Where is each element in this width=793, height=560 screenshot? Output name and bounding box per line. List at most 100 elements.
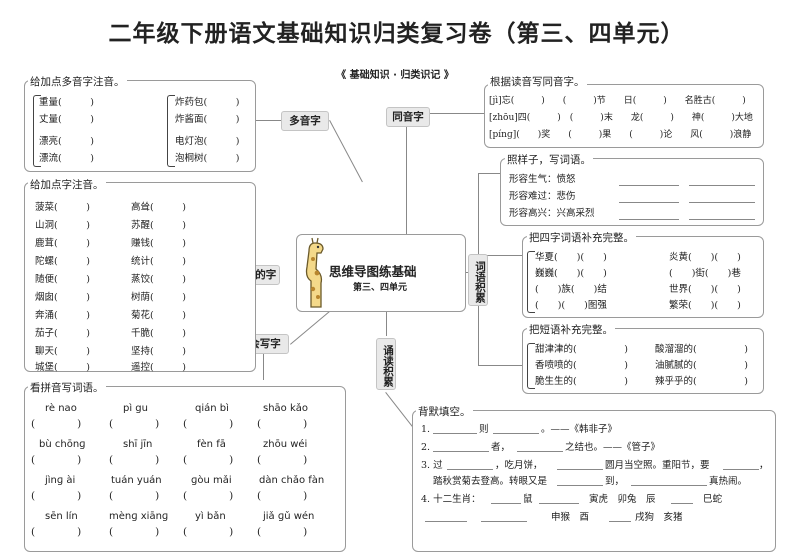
page-title: 二年级下册语文基础知识归类复习卷（第三、四单元） bbox=[108, 21, 685, 47]
recite-text: 真热闹。 bbox=[709, 476, 748, 487]
fourchar-item: 华夏( )( ) bbox=[535, 252, 607, 263]
polyphone-panel: 重量( ) 丈量( ) 漂亮( ) 漂流( ) 炸药包( ) 炸酱面( ) 电灯… bbox=[24, 80, 256, 172]
center-title: 思维导图练基础 bbox=[329, 264, 417, 279]
answer-box[interactable]: ( ) bbox=[109, 490, 160, 502]
accent-heading: 给加点字注音。 bbox=[28, 177, 106, 192]
answer-box[interactable]: ( ) bbox=[257, 418, 308, 430]
recite-text: 寅虎 卯兔 辰 bbox=[589, 494, 656, 505]
accent-item: 奔涌( ) bbox=[35, 310, 90, 321]
answer-line[interactable] bbox=[671, 503, 693, 504]
recite-text: 踏秋赏菊去登高。转眼又是 bbox=[433, 476, 548, 487]
bracket bbox=[527, 343, 535, 389]
connector bbox=[406, 127, 407, 234]
accent-item: 烟囱( ) bbox=[35, 292, 90, 303]
polyphone-item: 重量( ) bbox=[39, 97, 94, 108]
polyphone-item: 炸药包( ) bbox=[175, 97, 240, 108]
answer-line[interactable] bbox=[557, 485, 603, 486]
connector bbox=[290, 308, 334, 345]
example-row: 形容难过：悲伤 bbox=[509, 191, 576, 202]
answer-box[interactable]: ( ) bbox=[257, 526, 308, 538]
accent-item: 鹿茸( ) bbox=[35, 238, 90, 249]
answer-line[interactable] bbox=[557, 469, 603, 470]
pinyin-word: mènɡ xiānɡ bbox=[109, 511, 169, 522]
accent-item: 蒸饺( ) bbox=[131, 274, 186, 285]
answer-line[interactable] bbox=[491, 503, 521, 504]
answer-line[interactable] bbox=[619, 185, 679, 186]
accent-item: 陀螺( ) bbox=[35, 256, 90, 267]
recite-text: 4. 十二生肖： bbox=[421, 494, 481, 505]
recite-text: 则 bbox=[479, 424, 489, 435]
example-row: 形容生气：愤怒 bbox=[509, 174, 576, 185]
answer-line[interactable] bbox=[723, 469, 759, 470]
answer-line[interactable] bbox=[493, 433, 539, 434]
recite-text: 到， bbox=[605, 476, 625, 487]
answer-line[interactable] bbox=[619, 219, 679, 220]
center-mindmap-box: 思维导图练基础 第三、四单元 bbox=[296, 234, 466, 312]
answer-box[interactable]: ( ) bbox=[109, 526, 160, 538]
homophone-heading: 根据读音写同音字。 bbox=[488, 74, 587, 89]
accent-item: 坚持( ) bbox=[131, 346, 186, 357]
answer-box[interactable]: ( ) bbox=[109, 454, 160, 466]
center-subtitle: 第三、四单元 bbox=[353, 283, 408, 293]
pinyin-word: sēn lín bbox=[45, 511, 78, 522]
answer-line[interactable] bbox=[517, 451, 563, 452]
answer-box[interactable]: ( ) bbox=[109, 418, 160, 430]
answer-line[interactable] bbox=[425, 521, 467, 522]
answer-box[interactable]: ( ) bbox=[31, 418, 82, 430]
recite-text: ，吃月饼， bbox=[495, 460, 543, 471]
tag-vocabulary: 词语积累 bbox=[468, 254, 488, 306]
answer-box[interactable]: ( ) bbox=[31, 454, 82, 466]
answer-line[interactable] bbox=[433, 433, 477, 434]
answer-box[interactable]: ( ) bbox=[257, 490, 308, 502]
pinyin-panel: rè nao pì gu qián bì shāo kǎo ( ) ( ) ( … bbox=[24, 386, 346, 552]
example-heading: 照样子，写词语。 bbox=[505, 152, 593, 167]
connector bbox=[256, 120, 282, 121]
shortphrase-item: 油腻腻的( ) bbox=[655, 360, 748, 371]
giraffe-icon bbox=[305, 237, 324, 308]
answer-line[interactable] bbox=[481, 521, 527, 522]
fourchar-item: ( )族( )结 bbox=[535, 284, 607, 295]
pinyin-heading: 看拼音写词语。 bbox=[28, 380, 106, 395]
accent-item: 千脆( ) bbox=[131, 328, 186, 339]
connector bbox=[329, 120, 363, 183]
recite-text: 巳蛇 bbox=[703, 494, 723, 505]
recite-heading: 背默填空。 bbox=[416, 404, 473, 419]
accent-item: 树荫( ) bbox=[131, 292, 186, 303]
tag-homophone: 同音字 bbox=[386, 107, 430, 127]
answer-line[interactable] bbox=[689, 185, 755, 186]
answer-box[interactable]: ( ) bbox=[31, 526, 82, 538]
accent-item: 赚钱( ) bbox=[131, 238, 186, 249]
answer-box[interactable]: ( ) bbox=[183, 454, 234, 466]
answer-box[interactable]: ( ) bbox=[183, 418, 234, 430]
answer-box[interactable]: ( ) bbox=[183, 490, 234, 502]
pinyin-word: jìnɡ ài bbox=[45, 475, 76, 486]
pinyin-word: tuán yuán bbox=[111, 475, 162, 486]
answer-line[interactable] bbox=[447, 469, 493, 470]
example-panel: 形容生气：愤怒 形容难过：悲伤 形容高兴：兴高采烈 bbox=[500, 158, 764, 226]
answer-box[interactable]: ( ) bbox=[31, 490, 82, 502]
recite-text: 圆月当空照。重阳节，要 bbox=[605, 460, 710, 471]
answer-line[interactable] bbox=[619, 202, 679, 203]
pinyin-word: fèn fā bbox=[197, 439, 226, 450]
pinyin-word: shī jīn bbox=[123, 439, 153, 450]
recite-panel: 1. 则 。——《韩非子》 2. 者， 之结也。——《管子》 3. 过 ，吃月饼… bbox=[412, 410, 776, 552]
pinyin-word: jiǎ ɡǔ wén bbox=[263, 511, 315, 522]
answer-box[interactable]: ( ) bbox=[183, 526, 234, 538]
connector bbox=[478, 173, 500, 174]
shortphrase-item: 辣乎乎的( ) bbox=[655, 376, 748, 387]
polyphone-item: 丈量( ) bbox=[39, 114, 94, 125]
recite-text: 3. 过 bbox=[421, 460, 443, 471]
answer-line[interactable] bbox=[689, 202, 755, 203]
accent-item: 菠菜( ) bbox=[35, 202, 90, 213]
answer-box[interactable]: ( ) bbox=[257, 454, 308, 466]
accent-item: 城堡( ) bbox=[35, 362, 90, 373]
answer-line[interactable] bbox=[631, 485, 707, 486]
answer-line[interactable] bbox=[539, 503, 579, 504]
answer-line[interactable] bbox=[433, 451, 489, 452]
accent-item: 菊花( ) bbox=[131, 310, 186, 321]
answer-line[interactable] bbox=[609, 521, 631, 522]
accent-item: 遥控( ) bbox=[131, 362, 186, 373]
answer-line[interactable] bbox=[689, 219, 755, 220]
recite-text: 鼠 bbox=[523, 494, 533, 505]
pinyin-word: bù chōnɡ bbox=[39, 439, 86, 450]
